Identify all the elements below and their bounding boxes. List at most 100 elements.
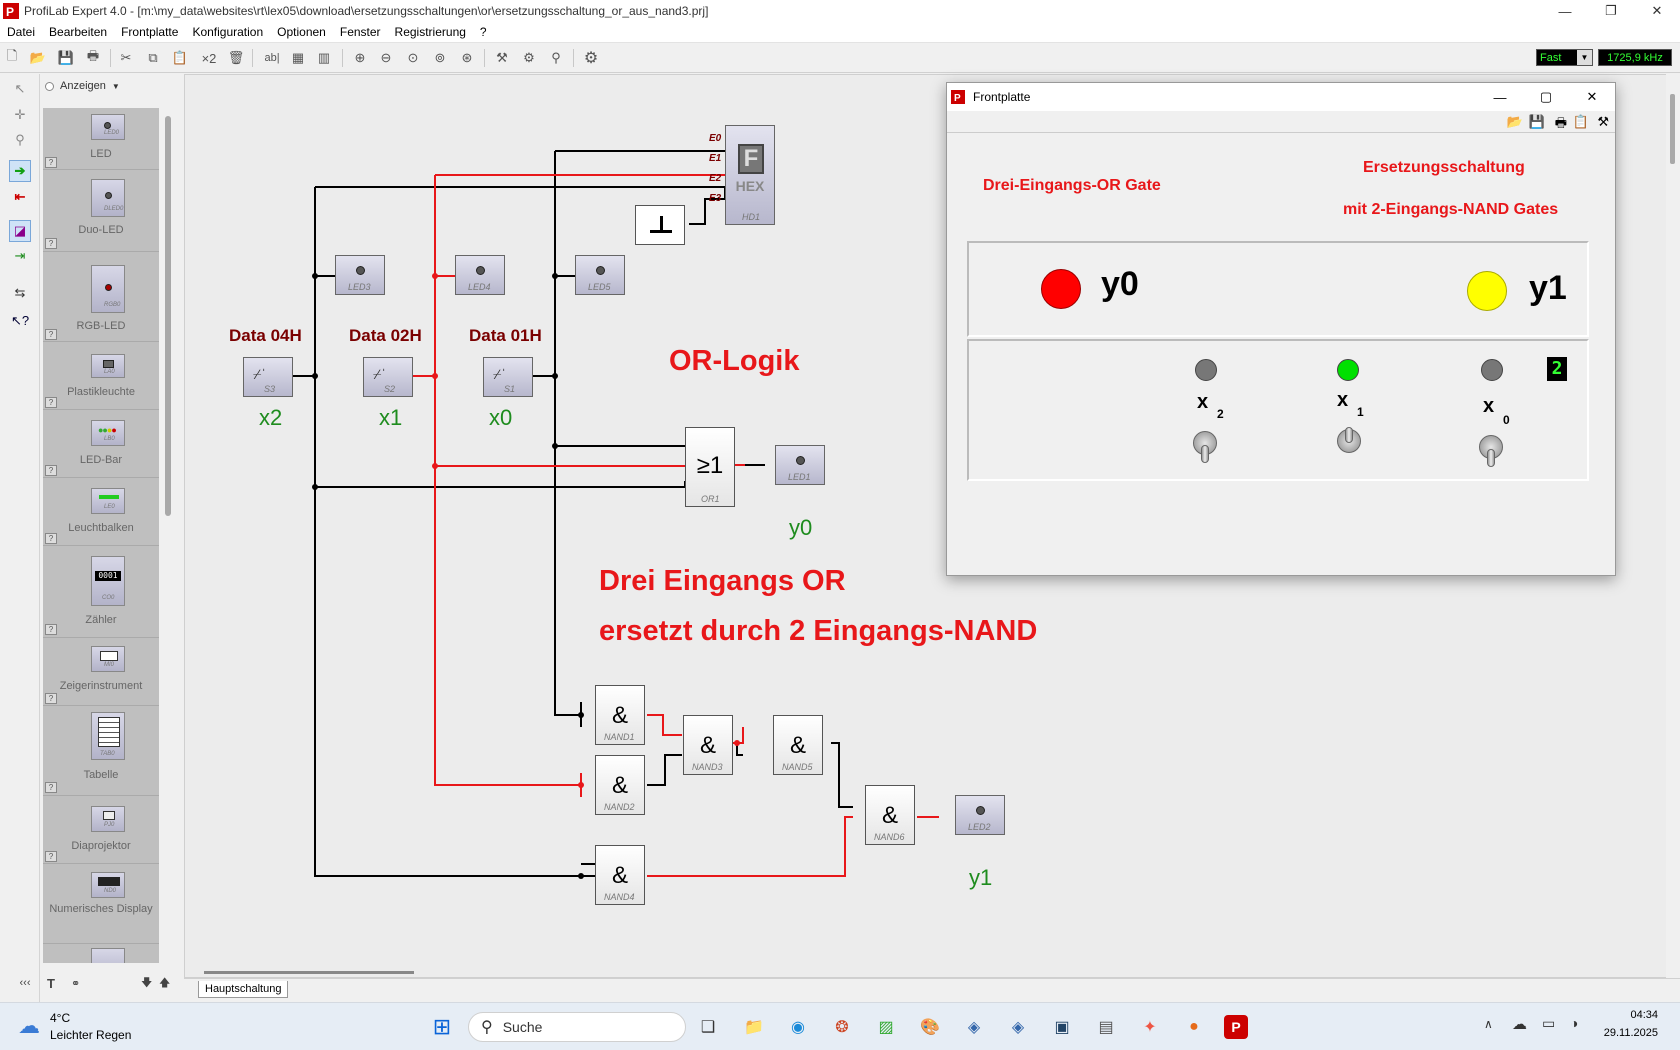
open-folder-icon[interactable]: 📂 bbox=[29, 50, 47, 65]
help-icon[interactable]: ? bbox=[45, 465, 57, 476]
help-pointer-icon[interactable]: ↖? bbox=[10, 313, 30, 328]
app-icon-red[interactable]: ❂ bbox=[835, 1019, 849, 1036]
save-icon[interactable]: 💾 bbox=[1528, 114, 1545, 129]
menu-help[interactable]: ? bbox=[479, 25, 487, 39]
menu-datei[interactable]: Datei bbox=[7, 25, 36, 39]
nand2[interactable]: &NAND2 bbox=[595, 755, 645, 815]
text-icon[interactable]: T bbox=[47, 975, 55, 991]
settings-gear-icon[interactable]: ⚙ bbox=[583, 50, 599, 67]
copy-icon[interactable]: ⧉ bbox=[148, 50, 158, 65]
menu-fenster[interactable]: Fenster bbox=[339, 25, 381, 39]
led3[interactable]: LED3 bbox=[335, 255, 385, 295]
help-icon[interactable]: ? bbox=[45, 329, 57, 340]
toggle-switch-x0[interactable] bbox=[1477, 435, 1505, 469]
close-button[interactable]: ✕ bbox=[1651, 3, 1663, 18]
help-icon[interactable]: ? bbox=[45, 533, 57, 544]
crosshair-icon[interactable]: ✛ bbox=[14, 107, 26, 122]
swap-icon[interactable]: ⇆ bbox=[14, 285, 26, 300]
palette-item-numerisches-display[interactable]: ND0 Numerisches Display bbox=[43, 864, 159, 944]
menu-konfiguration[interactable]: Konfiguration bbox=[192, 25, 264, 39]
pointer-icon[interactable]: ↖ bbox=[14, 81, 26, 96]
or-gate[interactable]: ≥1 OR1 bbox=[685, 427, 735, 507]
nand1[interactable]: &NAND1 bbox=[595, 685, 645, 745]
paint-icon[interactable]: 🎨 bbox=[920, 1019, 940, 1036]
chevron-up-icon[interactable]: ∧ bbox=[1484, 1017, 1493, 1031]
palette-item-duo-led[interactable]: DLED0 Duo-LED ? bbox=[43, 170, 159, 252]
new-file-icon[interactable]: 🗋 bbox=[6, 48, 18, 63]
file-explorer-icon[interactable]: 📁 bbox=[744, 1019, 764, 1036]
clipboard-icon[interactable]: 📋 bbox=[1572, 114, 1589, 129]
palette-item-tabelle[interactable]: TAB0 Tabelle ? bbox=[43, 706, 159, 796]
led2[interactable]: LED2 bbox=[955, 795, 1005, 835]
edge-icon[interactable]: ◉ bbox=[791, 1019, 805, 1036]
close-button[interactable]: ✕ bbox=[1586, 89, 1598, 104]
clock-date[interactable]: 29.11.2025 bbox=[1603, 1027, 1658, 1039]
palette-item-leuchtbalken[interactable]: LE0 Leuchtbalken ? bbox=[43, 478, 159, 546]
taskbar-search[interactable]: ⚲Suche bbox=[468, 1012, 686, 1042]
help-icon[interactable]: ? bbox=[45, 624, 57, 635]
led1[interactable]: LED1 bbox=[775, 445, 825, 485]
menu-frontplatte[interactable]: Frontplatte bbox=[121, 25, 179, 39]
logic-mode-icon[interactable]: ◪ bbox=[9, 220, 31, 242]
compile-icon[interactable]: ⚒ bbox=[496, 50, 508, 65]
delete-icon[interactable]: 🗑 bbox=[227, 50, 245, 65]
help-icon[interactable]: ? bbox=[45, 693, 57, 704]
weather-icon[interactable]: ☁ bbox=[18, 1013, 40, 1038]
nand4[interactable]: &NAND4 bbox=[595, 845, 645, 905]
nand3[interactable]: &NAND3 bbox=[683, 715, 733, 775]
vertical-scrollbar[interactable] bbox=[1666, 74, 1680, 978]
menu-bearbeiten[interactable]: Bearbeiten bbox=[49, 25, 108, 39]
help-icon[interactable]: ? bbox=[45, 157, 57, 168]
zoom-out-icon[interactable]: ⊖ bbox=[380, 50, 392, 65]
cut-icon[interactable]: ✂ bbox=[120, 50, 132, 65]
duplicate-icon[interactable]: ×2 bbox=[201, 50, 217, 66]
nand5[interactable]: &NAND5 bbox=[773, 715, 823, 775]
columns-icon[interactable]: ▥ bbox=[317, 50, 331, 65]
cloud-icon[interactable]: ☁ bbox=[1512, 1016, 1527, 1033]
print-icon[interactable]: 🖶 bbox=[1554, 115, 1567, 130]
palette-item-zeigerinstrument[interactable]: MI0 Zeigerinstrument ? bbox=[43, 638, 159, 706]
help-icon[interactable]: ? bbox=[45, 851, 57, 862]
open-folder-icon[interactable]: 📂 bbox=[1506, 114, 1523, 129]
tools-icon[interactable]: ⚒ bbox=[1597, 114, 1609, 129]
python-icon-2[interactable]: ◈ bbox=[1011, 1019, 1025, 1036]
tab-hauptschaltung[interactable]: Hauptschaltung bbox=[198, 981, 289, 998]
horizontal-scrollbar[interactable] bbox=[204, 971, 414, 974]
palette-item-led[interactable]: LED0 LED ? bbox=[43, 108, 159, 170]
minimize-button[interactable]: — bbox=[1493, 89, 1507, 105]
chevron-down-icon[interactable]: ▼ bbox=[1577, 50, 1592, 65]
menu-registrierung[interactable]: Registrierung bbox=[394, 25, 466, 39]
palette-item-rgb-led[interactable]: RGB0 RGB-LED ? bbox=[43, 252, 159, 342]
maximize-button[interactable]: ❐ bbox=[1605, 3, 1617, 18]
palette-item-partial[interactable] bbox=[43, 944, 159, 963]
hex-display[interactable]: F HEX HD1 bbox=[725, 125, 775, 225]
clock-time[interactable]: 04:34 bbox=[1630, 1009, 1658, 1021]
run-icon[interactable]: ➔ bbox=[9, 160, 31, 182]
move-down-icon[interactable]: 🡇 bbox=[141, 976, 153, 989]
save-icon[interactable]: 💾 bbox=[57, 50, 75, 65]
palette-scrollbar[interactable] bbox=[162, 108, 176, 963]
remote-desktop-icon[interactable]: ▣ bbox=[1054, 1019, 1070, 1036]
windows-start-icon[interactable]: ⊞ bbox=[432, 1014, 452, 1039]
palette-header[interactable]: Anzeigen ▼ bbox=[45, 80, 120, 92]
binoculars-icon[interactable]: ⚭ bbox=[71, 977, 81, 990]
help-icon[interactable]: ? bbox=[45, 238, 57, 249]
palette-item-led-bar[interactable]: ●●●●LB0 LED-Bar ? bbox=[43, 410, 159, 478]
zoom-fit-icon[interactable]: ⊙ bbox=[407, 50, 419, 65]
grid-icon[interactable]: ▦ bbox=[291, 50, 305, 65]
palette-item-plastikleuchte[interactable]: LA0 Plastikleuchte ? bbox=[43, 342, 159, 410]
probe-icon[interactable]: ⚲ bbox=[551, 50, 561, 65]
minimize-button[interactable]: — bbox=[1558, 3, 1572, 19]
toggle-switch-x2[interactable] bbox=[1191, 431, 1219, 465]
network-icon[interactable]: ▭ bbox=[1542, 1015, 1556, 1031]
led5[interactable]: LED5 bbox=[575, 255, 625, 295]
stop-icon[interactable]: ⇤ bbox=[14, 189, 26, 204]
show-radio[interactable] bbox=[45, 81, 54, 91]
weather-temp[interactable]: 4°C bbox=[50, 1011, 71, 1025]
ground-component[interactable] bbox=[635, 205, 685, 245]
profilab-taskbar-icon[interactable]: P bbox=[1224, 1015, 1248, 1039]
